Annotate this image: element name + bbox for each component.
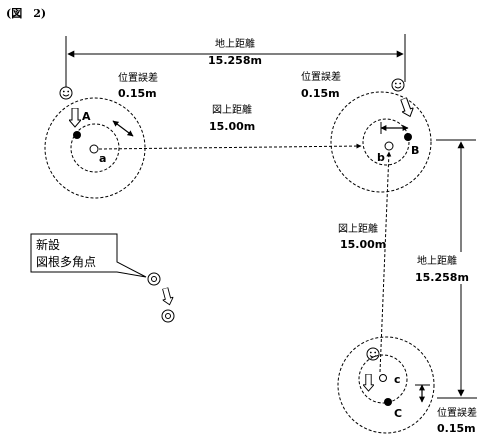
point-b-small-marker <box>384 141 394 151</box>
map-distance-ab-value: 15.00m <box>209 120 255 133</box>
point-b-label: B <box>411 144 419 157</box>
new-point-callout-line1: 新設 <box>36 237 60 252</box>
map-distance-ab-label: 図上距離 <box>212 103 252 116</box>
error-circle-b-inner <box>362 118 410 166</box>
map-distance-bc-value: 15.00m <box>340 238 386 251</box>
new-station-double-circle-icon <box>147 272 161 286</box>
point-a-small-marker <box>89 144 99 154</box>
new-station-target-double-circle-icon <box>161 309 175 323</box>
position-error-c-value: 0.15m <box>437 422 476 435</box>
point-c-down-arrow-icon <box>363 374 374 392</box>
ground-distance-right-label: 地上距離 <box>417 254 457 267</box>
position-error-c-label: 位置誤差 <box>437 406 477 419</box>
ground-distance-right-bg <box>413 252 463 284</box>
ground-distance-top-value: 15.258m <box>208 54 262 67</box>
position-error-a-label: 位置誤差 <box>118 71 158 84</box>
point-b-marker <box>404 133 412 141</box>
point-c-small-label: c <box>394 373 401 386</box>
map-distance-ab-line <box>98 143 362 150</box>
position-error-b-value: 0.15m <box>301 87 340 100</box>
point-b-small-label: b <box>377 151 385 164</box>
point-c-label: C <box>394 407 402 420</box>
map-distance-bc-line <box>379 151 392 373</box>
point-c-small-marker <box>379 374 387 382</box>
point-a-label: A <box>82 110 91 123</box>
error-circle-c-outer <box>337 336 435 434</box>
error-circle-c-inner <box>358 354 408 404</box>
ground-distance-right-value: 15.258m <box>415 271 469 284</box>
surveyor-b-smiley-icon <box>391 78 405 92</box>
new-station-down-arrow-icon <box>159 286 176 307</box>
point-b-down-arrow-icon <box>397 96 417 120</box>
point-a-down-arrow-icon <box>69 108 81 128</box>
new-point-callout-line2: 図根多角点 <box>36 255 96 269</box>
position-error-a-value: 0.15m <box>118 87 157 100</box>
error-a-dimension-arrow <box>112 120 134 137</box>
point-c-marker <box>384 398 392 406</box>
surveyor-a-smiley-icon <box>59 86 73 100</box>
map-distance-bc-label: 図上距離 <box>338 222 378 235</box>
point-a-small-label: a <box>99 152 106 165</box>
point-a-marker <box>73 131 81 139</box>
error-circle-b-outer <box>330 91 432 193</box>
error-circle-a-inner <box>70 123 120 173</box>
figure-caption: (図 2) <box>6 6 46 20</box>
surveyor-c-smiley-icon <box>366 347 380 361</box>
ground-distance-top-label: 地上距離 <box>215 37 255 50</box>
new-point-callout-box <box>30 233 147 278</box>
position-error-b-label: 位置誤差 <box>301 70 341 83</box>
